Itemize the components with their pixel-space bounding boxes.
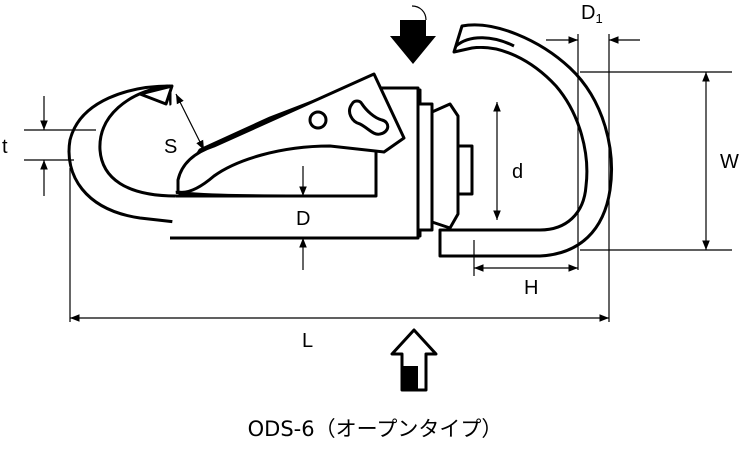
caption: ODS-6（オープンタイプ） — [248, 417, 503, 441]
dim-H: H — [473, 240, 578, 299]
dim-s: S — [164, 93, 205, 158]
latch-lever — [348, 99, 390, 136]
swivel — [416, 102, 474, 232]
dim-L: L — [69, 168, 609, 352]
down-arrow-icon — [390, 5, 436, 64]
hook-tip — [138, 84, 174, 106]
label-d: d — [512, 161, 523, 183]
label-s: S — [164, 136, 177, 158]
dim-D1: D1 — [546, 2, 640, 322]
hook-inner-curve — [98, 84, 177, 198]
label-H: H — [524, 277, 538, 299]
latch-gate — [176, 72, 406, 194]
dim-d: d — [493, 102, 523, 220]
dim-W: W — [580, 71, 739, 251]
label-D: D — [296, 208, 310, 230]
label-D1: D1 — [581, 2, 603, 26]
up-arrow-icon — [390, 328, 438, 392]
label-L: L — [302, 330, 313, 352]
dim-t: t — [2, 96, 96, 196]
dim-D: D — [296, 166, 310, 270]
open-hook — [438, 23, 613, 258]
label-t: t — [2, 136, 8, 158]
label-W: W — [720, 151, 739, 173]
latch-rivet — [308, 110, 328, 130]
hook-frame — [170, 86, 420, 240]
